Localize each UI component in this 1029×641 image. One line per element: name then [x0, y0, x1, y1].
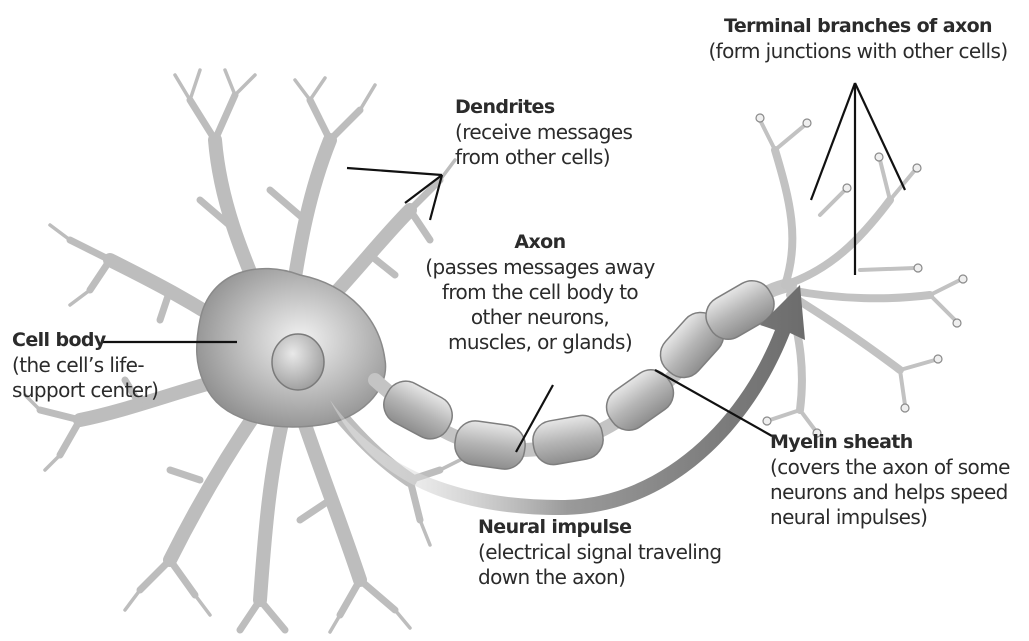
neural-impulse-title: Neural impulse: [478, 515, 721, 540]
terminal-branches-title: Terminal branches of axon: [690, 14, 1026, 39]
terminal-branches-desc: (form junctions with other cells): [690, 39, 1026, 64]
dendrites-title: Dendrites: [455, 95, 632, 120]
myelin-sheath-desc-line: neurons and helps speed: [770, 480, 1010, 505]
axon-title: Axon: [410, 230, 670, 255]
axon-desc-line: muscles, or glands): [410, 330, 670, 355]
neural-impulse-desc-line: (electrical signal traveling: [478, 540, 721, 565]
terminal-branches-label: Terminal branches of axon (form junction…: [690, 14, 1026, 64]
neural-impulse-desc-line: down the axon): [478, 565, 721, 590]
dendrites-desc-line: from other cells): [455, 145, 632, 170]
axon-label: Axon (passes messages away from the cell…: [410, 230, 670, 355]
neural-impulse-label: Neural impulse (electrical signal travel…: [478, 515, 721, 590]
axon-desc-line: from the cell body to: [410, 280, 670, 305]
nucleus-shape: [272, 334, 324, 390]
cell-body-label: Cell body (the cell’s life- support cent…: [12, 328, 158, 403]
myelin-sheath-desc-line: neural impulses): [770, 505, 1010, 530]
myelin-sheath-title: Myelin sheath: [770, 430, 1010, 455]
axon-desc-line: (passes messages away: [410, 255, 670, 280]
dendrites-desc-line: (receive messages: [455, 120, 632, 145]
terminal-branches-shape: [760, 120, 960, 430]
axon-desc-line: other neurons,: [410, 305, 670, 330]
cell-body-title: Cell body: [12, 328, 158, 353]
myelin-sheath-label: Myelin sheath (covers the axon of some n…: [770, 430, 1010, 530]
cell-body-desc-line: support center): [12, 378, 158, 403]
dendrites-label: Dendrites (receive messages from other c…: [455, 95, 632, 170]
myelin-sheath-desc-line: (covers the axon of some: [770, 455, 1010, 480]
cell-body-desc-line: (the cell’s life-: [12, 353, 158, 378]
